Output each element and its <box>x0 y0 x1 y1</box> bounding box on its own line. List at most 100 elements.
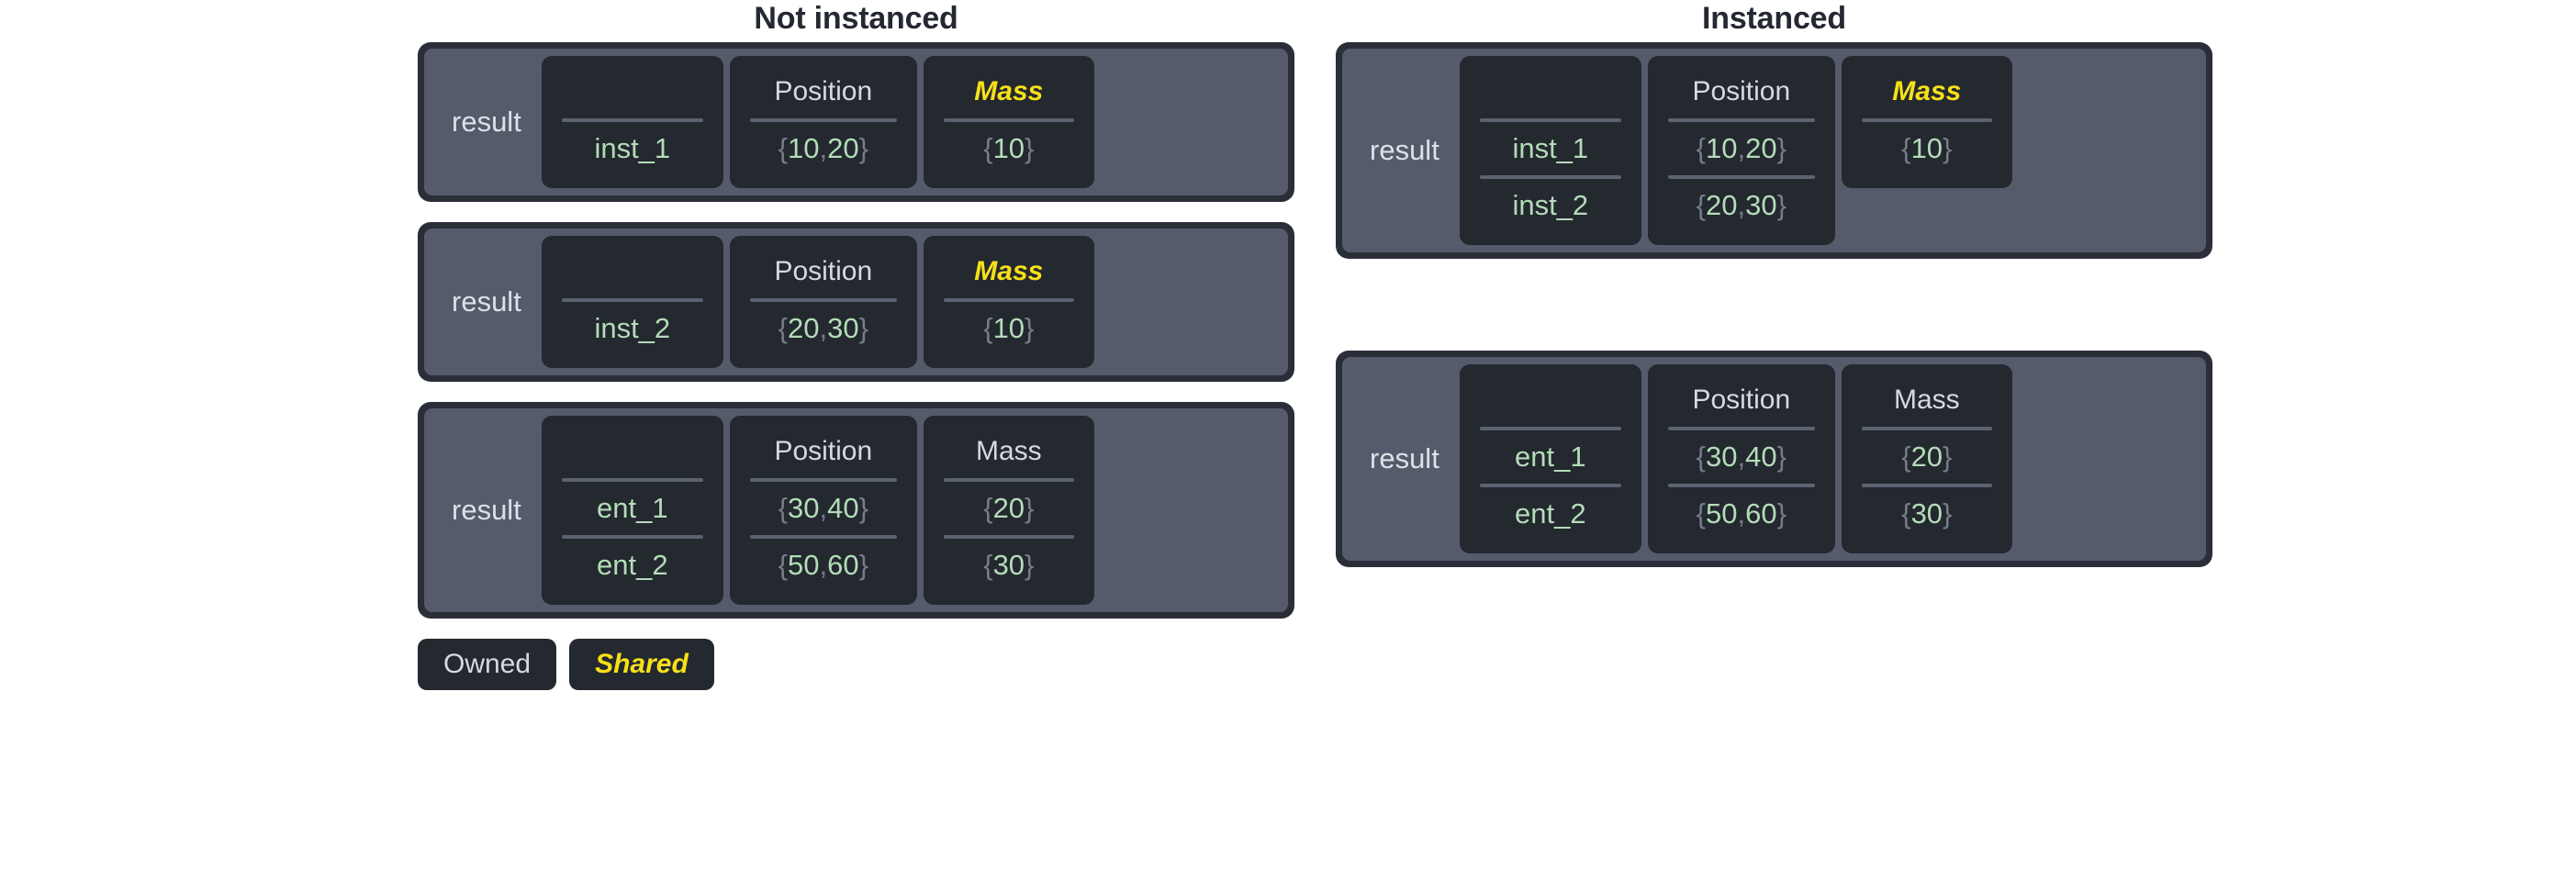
cell-separator <box>1479 484 1621 487</box>
comma: , <box>819 132 828 164</box>
column-title-instanced: Instanced <box>1702 1 1846 36</box>
column-card-id: inst_2 <box>541 236 723 368</box>
brace-open: { <box>983 312 993 344</box>
cell-separator <box>561 478 703 482</box>
column-card-mass: Mass{10} <box>1841 56 2012 188</box>
column-header-id <box>1478 65 1623 118</box>
cell-separator <box>943 298 1074 302</box>
column-header-position: Position <box>774 256 873 286</box>
brace-open: { <box>983 492 993 524</box>
brace-close: } <box>858 492 868 524</box>
column-card-position: Position{30, 40}{50, 60} <box>729 416 917 605</box>
column-card-mass: Mass {20} {30} <box>923 416 1094 605</box>
column-header-position: Position <box>774 76 873 106</box>
comma: , <box>1737 189 1746 221</box>
cell-separator <box>1861 484 1992 487</box>
cell-separator <box>1479 118 1621 122</box>
brace-close: } <box>858 312 868 344</box>
cell-mass: {20} <box>983 492 1035 524</box>
cell-mass: {10} <box>983 132 1035 164</box>
cell-separator <box>943 535 1074 539</box>
cell-mass: {10} <box>983 312 1035 344</box>
legend-chip-owned: Owned <box>418 639 557 690</box>
brace-close: } <box>1776 189 1786 221</box>
brace-close: } <box>1943 132 1953 164</box>
brace-open: { <box>1696 441 1707 473</box>
brace-close: } <box>858 549 868 581</box>
cell-separator <box>561 118 703 122</box>
brace-close: } <box>1776 132 1786 164</box>
brace-close: } <box>1025 132 1035 164</box>
brace-open: { <box>1901 497 1911 530</box>
cell-position: {10, 20} <box>778 132 868 164</box>
cell-mass: {10} <box>1901 132 1953 164</box>
comma: , <box>819 549 828 581</box>
cell-position: {10, 20} <box>1696 132 1786 164</box>
column-header-id <box>560 65 705 118</box>
cell-id: ent_2 <box>597 549 668 581</box>
cell-separator <box>749 535 897 539</box>
cell-position: {20, 30} <box>778 312 868 344</box>
cell-separator <box>1861 118 1992 122</box>
brace-close: } <box>1776 497 1786 530</box>
cell-id: ent_1 <box>1515 441 1586 473</box>
brace-open: { <box>1696 132 1707 164</box>
brace-open: { <box>1696 497 1707 530</box>
comma: , <box>819 492 828 524</box>
cell-position: {50, 60} <box>778 549 868 581</box>
cell-separator <box>1479 175 1621 179</box>
cell-separator <box>1667 427 1815 430</box>
column-header-position: Position <box>1692 385 1791 415</box>
table-label: result <box>452 285 521 318</box>
cell-separator <box>943 478 1074 482</box>
brace-close: } <box>1025 492 1035 524</box>
cell-separator <box>1667 484 1815 487</box>
cell-position: {50, 60} <box>1696 497 1786 530</box>
comma: , <box>1737 441 1746 473</box>
brace-open: { <box>1901 441 1911 473</box>
cell-separator <box>1667 175 1815 179</box>
brace-open: { <box>778 549 789 581</box>
column-header-id <box>1478 374 1623 427</box>
cell-mass: {30} <box>1901 497 1953 530</box>
column-title-not-instanced: Not instanced <box>754 1 958 36</box>
brace-open: { <box>778 132 789 164</box>
brace-close: } <box>1943 441 1953 473</box>
brace-open: { <box>983 549 993 581</box>
column-header-id <box>560 425 705 478</box>
cell-id: inst_2 <box>594 312 671 344</box>
brace-open: { <box>778 312 789 344</box>
cell-position: {30, 40} <box>1696 441 1786 473</box>
cell-separator <box>749 298 897 302</box>
cell-mass: {20} <box>1901 441 1953 473</box>
column-card-position: Position{10, 20}{20, 30} <box>1647 56 1835 245</box>
table-label: result <box>1370 134 1439 166</box>
column-header-mass: Mass <box>975 436 1042 466</box>
legend: Owned Shared <box>418 639 1294 690</box>
column-card-mass: Mass{20}{30} <box>1841 364 2012 553</box>
comma: , <box>1737 497 1746 530</box>
cell-separator <box>1479 427 1621 430</box>
column-card-id: inst_1 <box>541 56 723 188</box>
table-label: result <box>452 494 521 526</box>
brace-open: { <box>983 132 993 164</box>
cell-mass: {30} <box>983 549 1035 581</box>
